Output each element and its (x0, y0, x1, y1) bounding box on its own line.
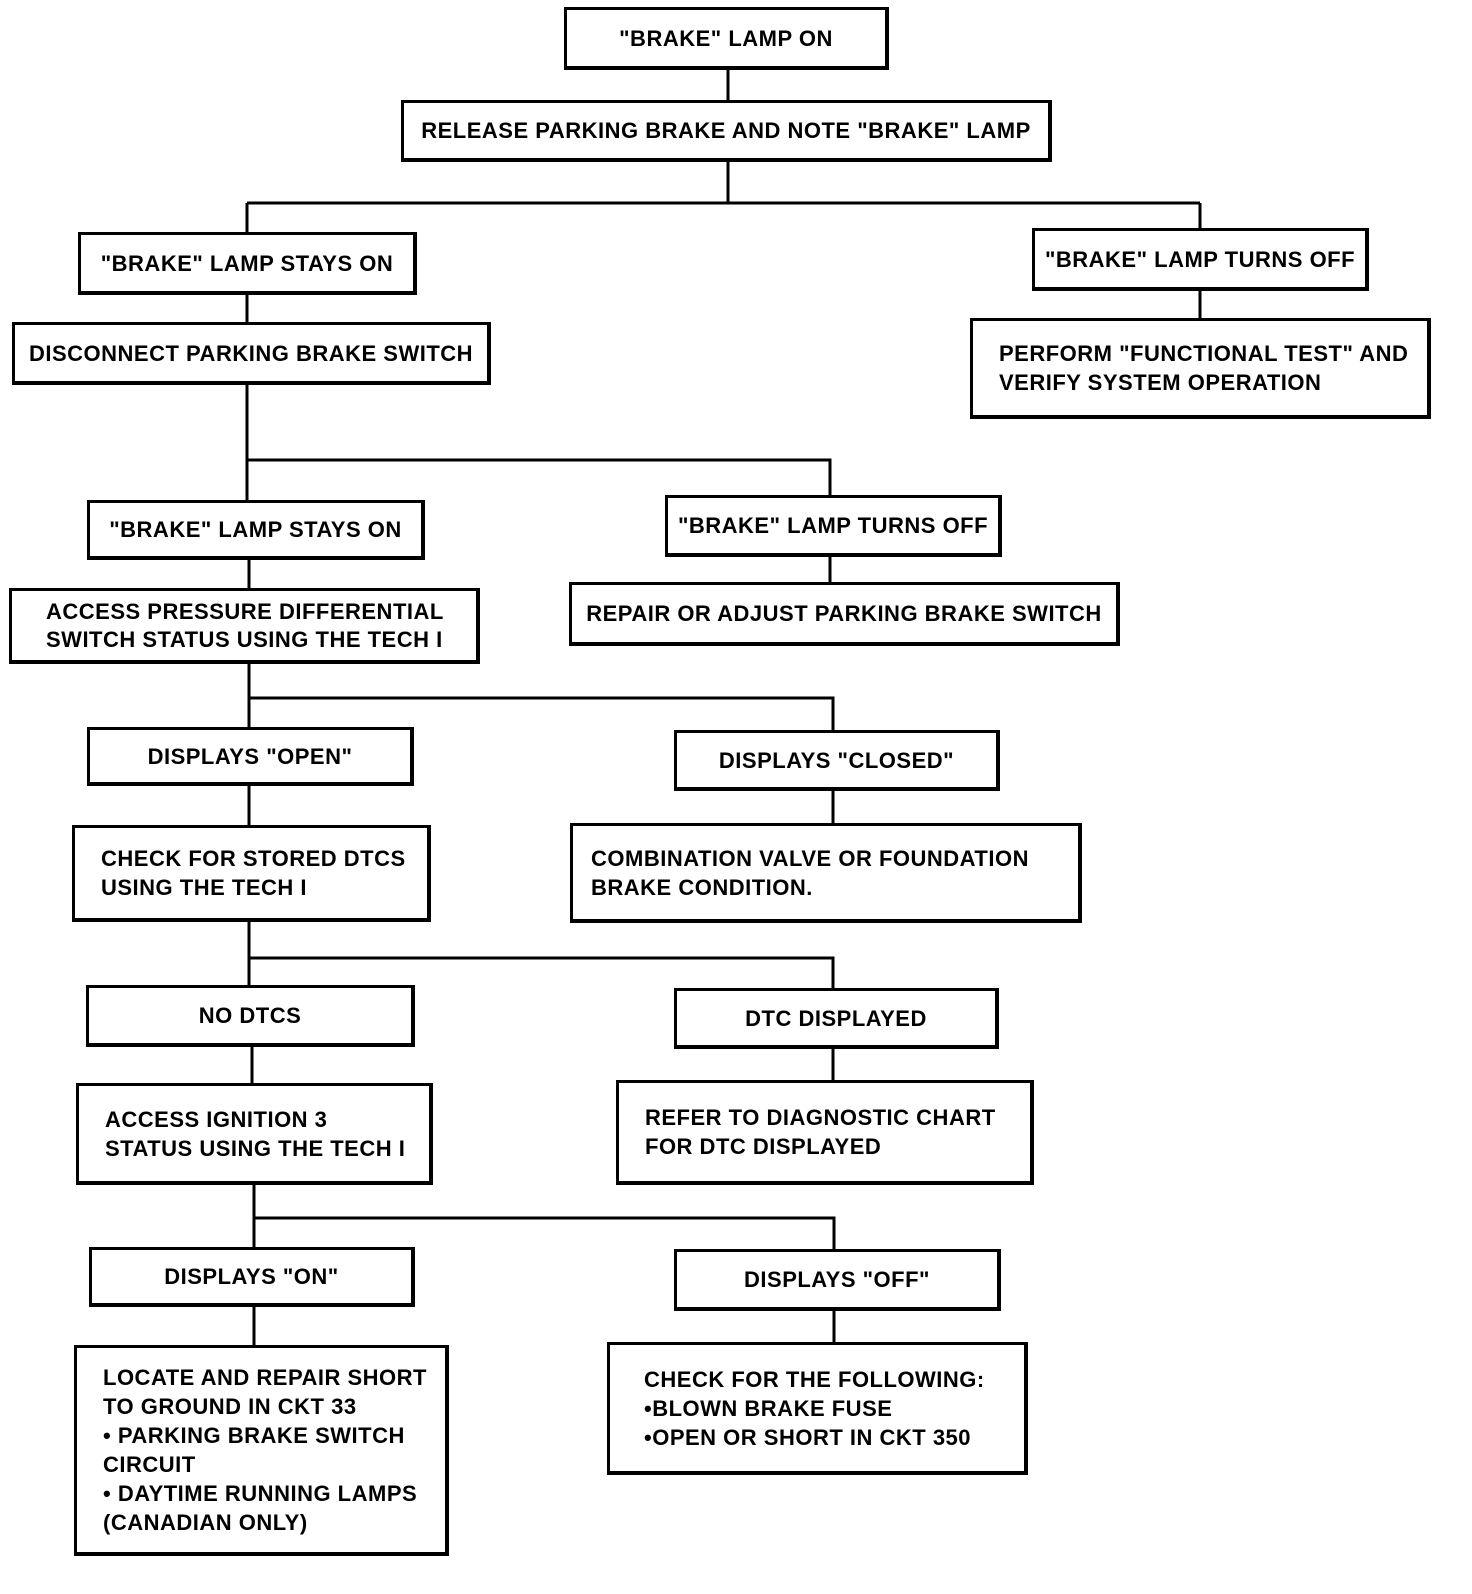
node-displays-off: DISPLAYS "OFF" (674, 1249, 1001, 1311)
connector (245, 384, 832, 500)
node-access-ignition-3: ACCESS IGNITION 3 STATUS USING THE TECH … (76, 1083, 433, 1185)
node-refer-diagnostic-chart: REFER TO DIAGNOSTIC CHART FOR DTC DISPLA… (616, 1080, 1034, 1185)
node-locate-repair-short: LOCATE AND REPAIR SHORT TO GROUND IN CKT… (74, 1345, 449, 1556)
node-check-following: CHECK FOR THE FOLLOWING: •BLOWN BRAKE FU… (607, 1342, 1028, 1475)
connector (247, 921, 835, 988)
node-dtc-displayed: DTC DISPLAYED (674, 988, 999, 1049)
connector (247, 663, 835, 730)
node-lamp-stays-on-2: "BRAKE" LAMP STAYS ON (87, 500, 425, 560)
connector (245, 161, 1202, 232)
node-release-parking-brake: RELEASE PARKING BRAKE AND NOTE "BRAKE" L… (401, 100, 1052, 162)
node-displays-open: DISPLAYS "OPEN" (87, 727, 414, 786)
node-lamp-turns-off-1: "BRAKE" LAMP TURNS OFF (1032, 228, 1369, 291)
node-lamp-turns-off-2: "BRAKE" LAMP TURNS OFF (665, 495, 1002, 557)
node-brake-lamp-on: "BRAKE" LAMP ON (564, 7, 889, 70)
node-repair-switch: REPAIR OR ADJUST PARKING BRAKE SWITCH (569, 582, 1120, 646)
node-no-dtcs: NO DTCS (86, 985, 415, 1047)
connector (252, 1184, 836, 1249)
node-combination-valve: COMBINATION VALVE OR FOUNDATION BRAKE CO… (570, 823, 1082, 923)
node-displays-on: DISPLAYS "ON" (89, 1247, 415, 1307)
node-access-pressure-differential: ACCESS PRESSURE DIFFERENTIAL SWITCH STAT… (9, 588, 480, 664)
node-disconnect-switch: DISCONNECT PARKING BRAKE SWITCH (12, 322, 491, 385)
node-functional-test: PERFORM "FUNCTIONAL TEST" AND VERIFY SYS… (970, 318, 1431, 419)
node-displays-closed: DISPLAYS "CLOSED" (674, 730, 1000, 791)
node-check-stored-dtcs: CHECK FOR STORED DTCS USING THE TECH I (72, 825, 431, 922)
node-lamp-stays-on-1: "BRAKE" LAMP STAYS ON (78, 232, 417, 295)
